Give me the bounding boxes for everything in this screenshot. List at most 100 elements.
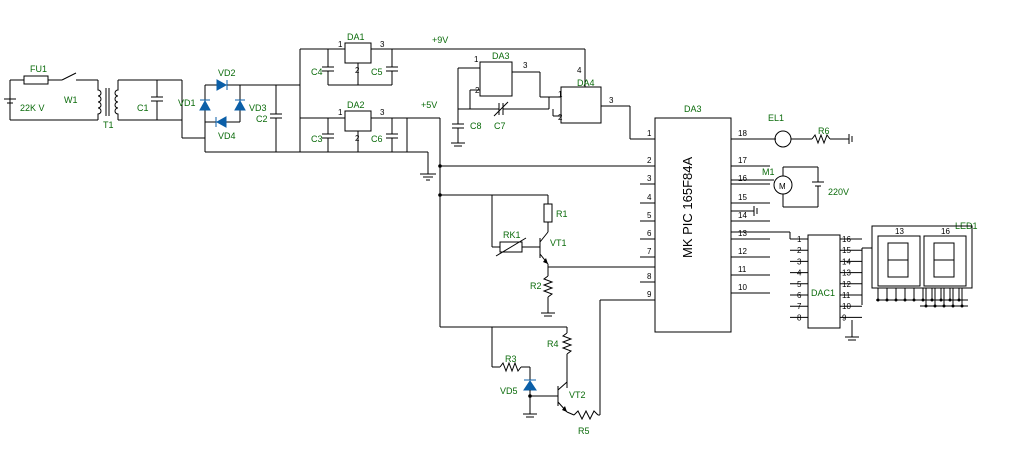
dac-pin-label-16: 16 [842, 235, 851, 244]
ic-da3-oscillator [479, 61, 513, 97]
mcu-pin-label-18: 18 [738, 129, 747, 138]
fu1-label: FU1 [30, 64, 47, 74]
diode-vd3 [234, 99, 246, 111]
mcu-pin-label-1: 1 [647, 129, 652, 138]
display-pin-dot-b-3 [942, 304, 946, 308]
digit-1 [877, 235, 921, 287]
dac-pin-label-13: 13 [842, 269, 851, 278]
led-pin-13: 13 [895, 227, 904, 236]
vt2-label: VT2 [569, 390, 586, 400]
resistor-r1 [543, 203, 553, 223]
digit-2 [923, 235, 967, 287]
regulator-da2 [344, 110, 372, 132]
t1-label: T1 [103, 120, 114, 130]
m1-label: M1 [762, 167, 775, 177]
c1-label: C1 [137, 103, 149, 113]
da2-pin-1: 1 [338, 108, 343, 117]
da4-pin-4: 4 [577, 66, 582, 75]
diode-vd1 [199, 99, 211, 111]
sensor-amplifier-vt2: R4 R3 VD5 VT2 R5 [440, 299, 655, 436]
regulator-section: DA1 1 3 2 +9V C4 C5 DA2 1 3 2 +5V C3 [299, 32, 585, 181]
mcu-part-label: MK PIC 165F84A [680, 157, 695, 258]
bridge-rectifier: VD2 VD1 VD3 VD4 C2 [178, 68, 300, 153]
display-pin-dot-a-9 [948, 298, 952, 302]
mcu-pin-label-5: 5 [647, 211, 652, 220]
mcu-pin-label-7: 7 [647, 247, 652, 256]
c6-label: C6 [371, 134, 383, 144]
dac-pin-label-11: 11 [842, 291, 851, 300]
da4-pin-3: 3 [609, 96, 614, 105]
display-pin-dot-a-10 [957, 298, 961, 302]
mcu-pin-label-12: 12 [738, 247, 747, 256]
mcu-pin-label-4: 4 [647, 193, 652, 202]
vd3-label: VD3 [249, 103, 267, 113]
v220-label: 220V [828, 187, 849, 197]
vt1-label: VT1 [550, 238, 567, 248]
digit-1-lower-segments [887, 259, 909, 278]
supply-voltage-label: 22K V [20, 103, 45, 113]
vd2-label: VD2 [218, 68, 236, 78]
ic-da4-buffer [560, 86, 602, 124]
c7-label: C7 [494, 121, 506, 131]
da2-pin-3: 3 [380, 108, 385, 117]
display-pin-dot-a-1 [876, 298, 880, 302]
dac-pin-label-15: 15 [842, 246, 851, 255]
decoder-body [807, 234, 841, 329]
dac-pin-label-9: 9 [842, 313, 847, 322]
dac-pin-label-4: 4 [797, 269, 802, 278]
mcu-pin-label-6: 6 [647, 229, 652, 238]
lamp-el1 [774, 130, 792, 148]
dac-pin-label-12: 12 [842, 280, 851, 289]
display-pin-dot-a-8 [939, 298, 943, 302]
mcu-ref-label: DA3 [684, 104, 702, 114]
display-pin-dot-a-4 [903, 298, 907, 302]
display-pin-dot-b-4 [951, 304, 955, 308]
dac1-label: DAC1 [811, 288, 835, 298]
w1-label: W1 [64, 95, 78, 105]
fuse-fu1 [23, 75, 49, 85]
display-pin-dot-a-5 [912, 298, 916, 302]
transformer-t1 [97, 80, 119, 120]
led-pin-16: 16 [941, 227, 950, 236]
display-pin-dot-a-7 [930, 298, 934, 302]
da1-label: DA1 [347, 32, 365, 42]
diode-vd2 [216, 79, 228, 91]
sensor-amplifier-vt1: R1 RK1 VT1 R2 [491, 195, 655, 317]
display-pin-rows [876, 288, 964, 308]
display-pin-dot-a-3 [894, 298, 898, 302]
dac-pin-label-1: 1 [797, 235, 802, 244]
motor-symbol: M [779, 182, 786, 191]
mcu-pin-label-16: 16 [738, 174, 747, 183]
regulator-da1 [344, 42, 372, 64]
c2-label: C2 [256, 114, 268, 124]
display-pin-dot-a-6 [921, 298, 925, 302]
resistor-r4 [561, 332, 573, 355]
digit-2-lower-segments [933, 259, 955, 278]
mcu-pin-label-3: 3 [647, 174, 652, 183]
da4-pin-2: 2 [558, 113, 563, 122]
dac-pin-label-6: 6 [797, 291, 802, 300]
r5-label: R5 [578, 426, 590, 436]
da4-label: DA4 [577, 78, 595, 88]
dac-pin-label-8: 8 [797, 313, 802, 322]
dac-pin-label-7: 7 [797, 302, 802, 311]
mcu-body [654, 117, 732, 333]
da1-pin-1: 1 [338, 40, 343, 49]
oscillator-section: DA3 1 2 3 C7 C8 DA4 4 1 2 3 [451, 49, 655, 147]
mcu-pin-label-13: 13 [738, 229, 747, 238]
mcu-pin-label-15: 15 [738, 193, 747, 202]
c8-label: C8 [470, 121, 482, 131]
mcu-pin-label-2: 2 [647, 156, 652, 165]
plus9v-label: +9V [432, 35, 448, 45]
switch-w1 [61, 72, 77, 81]
diode-vd4 [215, 116, 227, 128]
r1-label: R1 [556, 209, 568, 219]
rk1-label: RK1 [503, 230, 521, 240]
el1-label: EL1 [768, 113, 784, 123]
output-lamp-motor: EL1 R6 M M1 220V [731, 113, 853, 216]
